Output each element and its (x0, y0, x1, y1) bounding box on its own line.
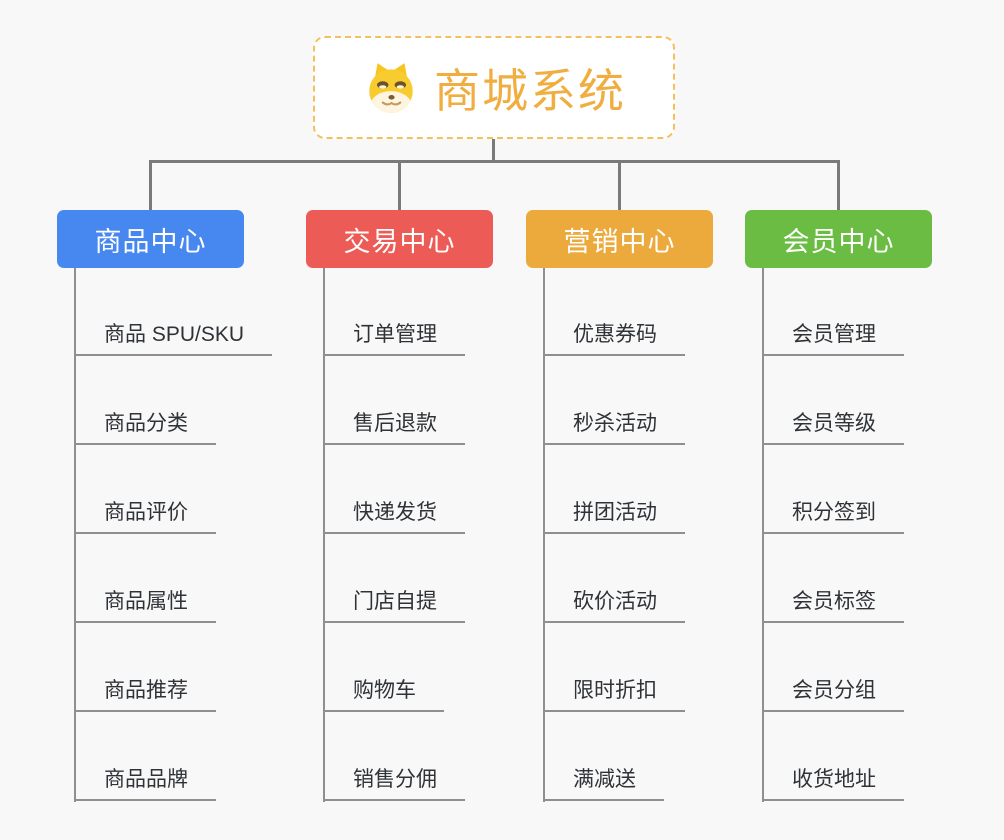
connector-branch-trunk (762, 268, 764, 802)
connector-horizontal-bar (149, 160, 840, 163)
branch-header-3[interactable]: 会员中心 (745, 210, 932, 268)
leaf-node[interactable]: 会员标签 (762, 585, 904, 623)
leaf-node[interactable]: 收货地址 (762, 763, 904, 801)
leaf-node[interactable]: 满减送 (543, 763, 664, 801)
leaf-node[interactable]: 砍价活动 (543, 585, 685, 623)
branch-column-2: 营销中心优惠券码秒杀活动拼团活动砍价活动限时折扣满减送 (526, 0, 713, 840)
root-node[interactable]: 商城系统 (313, 36, 675, 139)
leaf-node[interactable]: 商品评价 (74, 496, 216, 534)
leaf-node[interactable]: 积分签到 (762, 496, 904, 534)
connector-branch-stub (398, 160, 401, 210)
leaf-node[interactable]: 商品分类 (74, 407, 216, 445)
connector-branch-trunk (74, 268, 76, 802)
leaf-node[interactable]: 快递发货 (323, 496, 465, 534)
leaf-node[interactable]: 拼团活动 (543, 496, 685, 534)
branch-header-2[interactable]: 营销中心 (526, 210, 713, 268)
connector-root-stem (492, 139, 495, 162)
branch-column-1: 交易中心订单管理售后退款快递发货门店自提购物车销售分佣 (306, 0, 493, 840)
leaf-node[interactable]: 门店自提 (323, 585, 465, 623)
leaf-node[interactable]: 商品品牌 (74, 763, 216, 801)
connector-branch-trunk (323, 268, 325, 802)
leaf-node[interactable]: 售后退款 (323, 407, 465, 445)
leaf-node[interactable]: 优惠券码 (543, 318, 685, 356)
connector-branch-stub (837, 160, 840, 210)
leaf-node[interactable]: 商品推荐 (74, 674, 216, 712)
leaf-node[interactable]: 限时折扣 (543, 674, 685, 712)
leaf-node[interactable]: 会员管理 (762, 318, 904, 356)
branch-header-1[interactable]: 交易中心 (306, 210, 493, 268)
leaf-node[interactable]: 商品 SPU/SKU (74, 318, 273, 356)
leaf-node[interactable]: 会员分组 (762, 674, 904, 712)
leaf-node[interactable]: 商品属性 (74, 585, 216, 623)
doge-icon (369, 62, 413, 113)
branch-column-3: 会员中心会员管理会员等级积分签到会员标签会员分组收货地址 (745, 0, 932, 840)
connector-branch-trunk (543, 268, 545, 802)
branch-header-0[interactable]: 商品中心 (57, 210, 244, 268)
root-title: 商城系统 (434, 64, 626, 117)
connector-branch-stub (618, 160, 621, 210)
leaf-node[interactable]: 销售分佣 (323, 763, 465, 801)
branch-column-0: 商品中心商品 SPU/SKU 商品分类商品评价商品属性商品推荐商品品牌 (57, 0, 273, 840)
leaf-node[interactable]: 秒杀活动 (543, 407, 685, 445)
leaf-node[interactable]: 会员等级 (762, 407, 904, 445)
leaf-node[interactable]: 订单管理 (323, 318, 465, 356)
leaf-node[interactable]: 购物车 (323, 674, 444, 712)
connector-branch-stub (149, 160, 152, 210)
